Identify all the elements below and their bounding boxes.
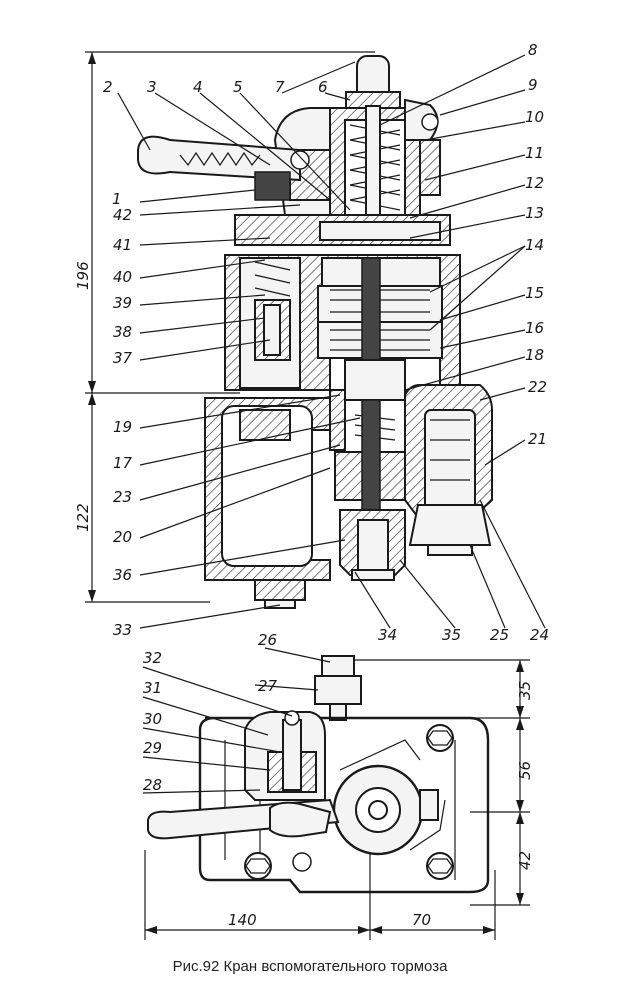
part-label-10: 10 (525, 108, 544, 126)
part-label-15: 15 (525, 284, 544, 302)
part-label-39: 39 (113, 294, 132, 312)
part-label-9: 9 (528, 76, 538, 94)
part-label-25: 25 (490, 626, 509, 644)
part-label-28: 28 (143, 776, 162, 794)
part-label-14: 14 (525, 236, 544, 254)
part-label-37: 37 (113, 349, 133, 367)
part-label-41: 41 (113, 236, 132, 254)
dimension-140: 140 (228, 911, 257, 929)
part-label-42: 42 (113, 206, 132, 224)
part-label-4: 4 (193, 78, 203, 96)
part-label-22: 22 (528, 378, 547, 396)
part-label-27: 27 (258, 677, 278, 695)
part-label-13: 13 (525, 204, 544, 222)
part-label-17: 17 (113, 454, 133, 472)
part-label-6: 6 (318, 78, 328, 96)
part-label-18: 18 (525, 346, 544, 364)
dimension-56: 56 (516, 761, 534, 780)
part-label-19: 19 (113, 418, 132, 436)
part-label-21: 21 (528, 430, 547, 448)
part-label-35: 35 (442, 626, 461, 644)
plan-view: 26 27 32 31 30 29 28 140 70 35 56 42 (142, 631, 534, 940)
dimension-122: 122 (74, 503, 92, 532)
dimension-42: 42 (516, 851, 534, 870)
dimension-35: 35 (516, 681, 534, 700)
part-label-31: 31 (143, 679, 162, 697)
part-label-30: 30 (143, 710, 162, 728)
part-label-2: 2 (103, 78, 113, 96)
dimension-196: 196 (74, 261, 92, 290)
part-label-29: 29 (143, 739, 162, 757)
part-label-12: 12 (525, 174, 544, 192)
part-label-7: 7 (275, 78, 285, 96)
part-label-38: 38 (113, 323, 132, 341)
part-label-8: 8 (528, 41, 538, 59)
part-label-5: 5 (233, 78, 243, 96)
part-label-36: 36 (113, 566, 132, 584)
part-label-20: 20 (113, 528, 132, 546)
part-label-40: 40 (113, 268, 132, 286)
part-label-23: 23 (113, 488, 132, 506)
part-label-3: 3 (147, 78, 157, 96)
bolt-group (244, 724, 454, 880)
part-label-16: 16 (525, 319, 544, 337)
part-label-1: 1 (112, 190, 122, 208)
part-label-26: 26 (258, 631, 277, 649)
part-label-11: 11 (525, 144, 544, 162)
part-label-33: 33 (113, 621, 132, 639)
section-view: 2 3 4 5 7 6 1 8 9 10 11 12 13 14 15 16 1… (74, 41, 549, 644)
leader-lines (117, 54, 546, 629)
dimension-70: 70 (412, 911, 431, 929)
figure-caption: Рис.92 Кран вспомогательного тормоза (172, 958, 448, 975)
part-label-34: 34 (378, 626, 397, 644)
part-label-32: 32 (143, 649, 162, 667)
part-label-24: 24 (530, 626, 549, 644)
